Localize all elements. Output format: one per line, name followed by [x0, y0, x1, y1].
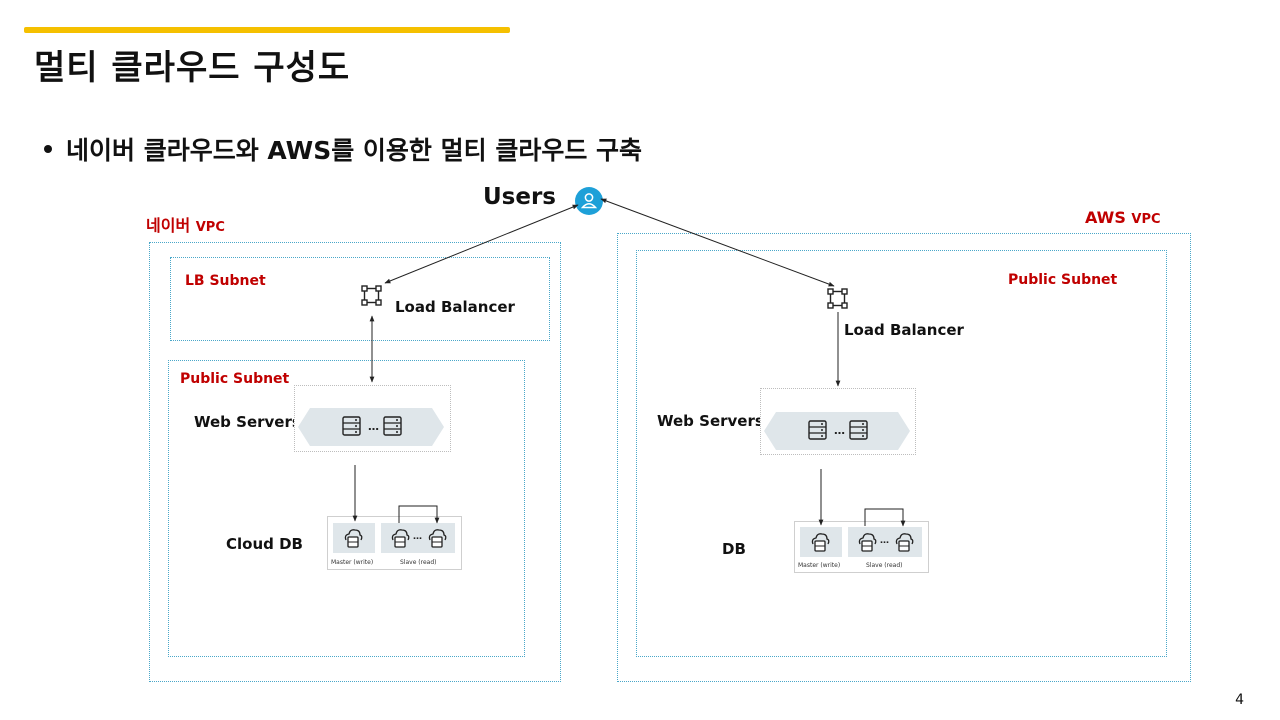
naver-lb-subnet-box [170, 257, 550, 341]
svg-text:…: … [368, 420, 379, 433]
aws-public-subnet-box [636, 250, 1167, 657]
aws-vpc-box [617, 233, 1191, 682]
naver-db-icons: … [344, 529, 447, 548]
aws-db-master-label: Master (write) [798, 562, 841, 569]
naver-db-master-label: Master (write) [331, 559, 374, 566]
naver-db-slave-tile [381, 523, 455, 553]
svg-text:…: … [880, 536, 889, 546]
aws-web-servers-arrow-icon: … [764, 412, 910, 450]
aws-public-subnet-label: Public Subnet [1008, 272, 1118, 288]
naver-users-connector [384, 204, 579, 284]
user-icon [575, 187, 603, 215]
naver-public-subnet-label: Public Subnet [180, 371, 294, 387]
naver-web-servers-arrow-icon: … [298, 408, 444, 446]
slide-title: 멀티 클라우드 구성도 [34, 48, 351, 88]
cloud-db-icon [391, 529, 410, 548]
aws-db-replication-connector [864, 508, 906, 527]
cloud-db-icon [344, 529, 363, 548]
naver-vpc-box [149, 242, 561, 682]
naver-load-balancer-icon [361, 285, 382, 306]
aws-vpc-label: AWS VPC [1085, 208, 1161, 227]
svg-text:…: … [413, 532, 422, 542]
naver-lb-subnet-label: LB Subnet [185, 273, 266, 289]
naver-db-slave-label: Slave (read) [400, 559, 437, 566]
accent-bar [24, 27, 510, 33]
naver-web-servers-label: Web Servers [194, 413, 301, 431]
naver-db-replication-connector [398, 505, 440, 524]
naver-db-label: Cloud DB [226, 535, 303, 553]
cloud-db-icon [858, 533, 877, 552]
aws-db-label: DB [722, 540, 746, 558]
naver-public-subnet-box [168, 360, 525, 657]
bullet-item: 네이버 클라우드와 AWS를 이용한 멀티 클라우드 구축 [44, 131, 642, 167]
aws-db-slave-tile [848, 527, 922, 557]
aws-db-icons: … [811, 533, 914, 552]
bullet-text: 네이버 클라우드와 AWS를 이용한 멀티 클라우드 구축 [66, 136, 643, 165]
naver-load-balancer-label: Load Balancer [395, 298, 515, 316]
naver-vpc-label: 네이버 VPC [146, 216, 225, 235]
aws-web-servers-label: Web Servers [657, 412, 764, 430]
cloud-db-icon [428, 529, 447, 548]
aws-load-balancer-label: Load Balancer [844, 321, 964, 339]
aws-users-connector [600, 198, 835, 287]
page-number: 4 [1235, 692, 1244, 708]
bullet-dot [44, 145, 52, 153]
aws-load-balancer-icon [827, 288, 848, 309]
svg-text:…: … [834, 424, 845, 437]
cloud-db-icon [811, 533, 830, 552]
cloud-db-icon [895, 533, 914, 552]
aws-db-slave-label: Slave (read) [866, 562, 903, 569]
